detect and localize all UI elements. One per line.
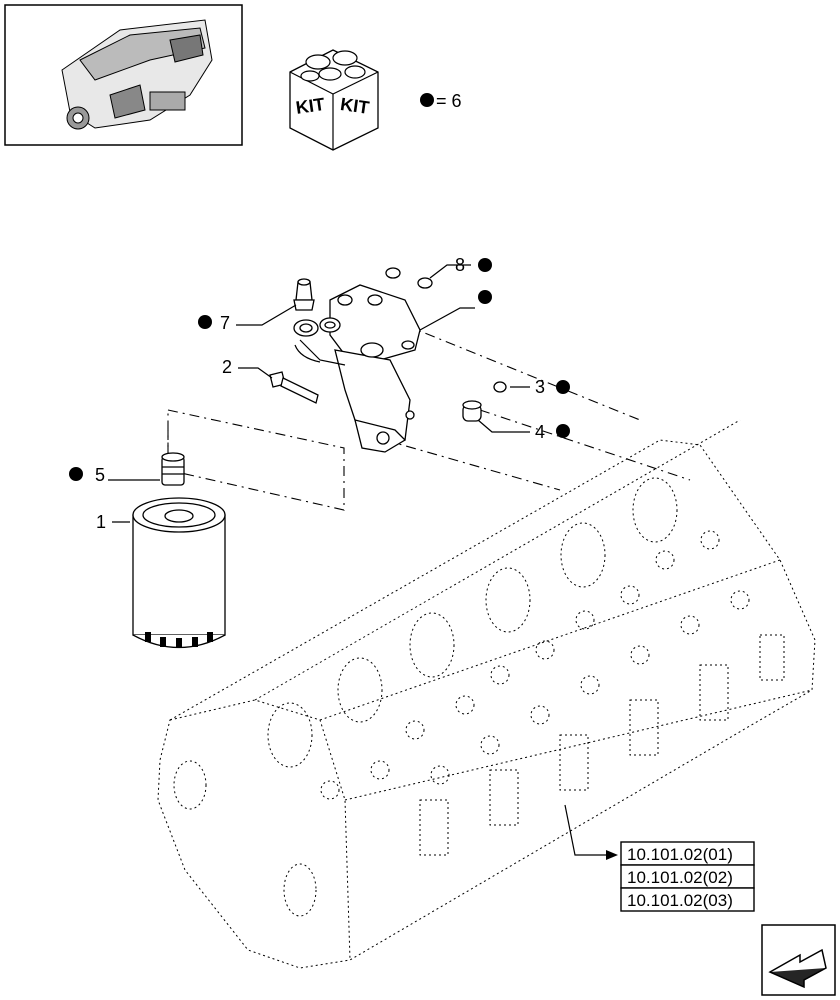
reference-link-2[interactable]: 10.101.02(02) (620, 864, 755, 889)
nipple-part-5 (161, 452, 185, 486)
engine-thumbnail-icon[interactable] (4, 4, 243, 146)
callout-3: 3 (535, 377, 545, 397)
kit-dot-icon (556, 380, 570, 394)
reference-label: 10.101.02(01) (627, 845, 733, 864)
filter-head-assembly (293, 284, 421, 453)
callout-1: 1 (96, 512, 106, 532)
fitting-part-7 (293, 278, 315, 311)
reference-list: 10.101.02(01) 10.101.02(02) 10.101.02(03… (620, 841, 755, 912)
kit-dot-icon (198, 315, 212, 329)
reference-link-3[interactable]: 10.101.02(03) (620, 887, 755, 912)
callout-7: 7 (220, 313, 230, 333)
reference-label: 10.101.02(03) (627, 891, 733, 910)
next-page-arrow-icon[interactable] (761, 924, 836, 996)
assembly-lines (167, 324, 691, 511)
plug-part-3 (493, 381, 507, 393)
kit-label-right: KIT (339, 94, 371, 118)
plug-part-4 (462, 400, 482, 422)
callout-2: 2 (222, 357, 232, 377)
callout-5: 5 (95, 465, 105, 485)
kit-dot-icon (478, 290, 492, 304)
callout-4: 4 (535, 422, 545, 442)
reference-link-1[interactable]: 10.101.02(01) (620, 841, 755, 866)
kit-dot-icon (478, 258, 492, 272)
filter-cartridge-part-1 (132, 497, 226, 649)
kit-label-left: KIT (294, 94, 326, 118)
kit-box-icon: KIT KIT (289, 49, 379, 151)
kit-dot-icon (420, 93, 434, 107)
reference-label: 10.101.02(02) (627, 868, 733, 887)
kit-dot-icon (69, 467, 83, 481)
callout-8: 8 (455, 255, 465, 275)
kit-legend-text: = 6 (436, 91, 462, 111)
leader-lines (108, 264, 618, 860)
kit-dot-icon (556, 424, 570, 438)
cylinder-head-outline (157, 419, 816, 969)
plug-part-8 (385, 267, 433, 289)
bolt-part-2 (269, 371, 319, 404)
